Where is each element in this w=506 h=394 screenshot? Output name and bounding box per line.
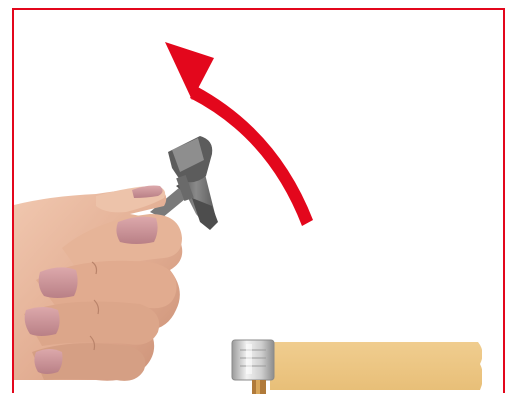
pen-needle-icon <box>232 340 483 394</box>
hand-icon <box>14 186 182 381</box>
